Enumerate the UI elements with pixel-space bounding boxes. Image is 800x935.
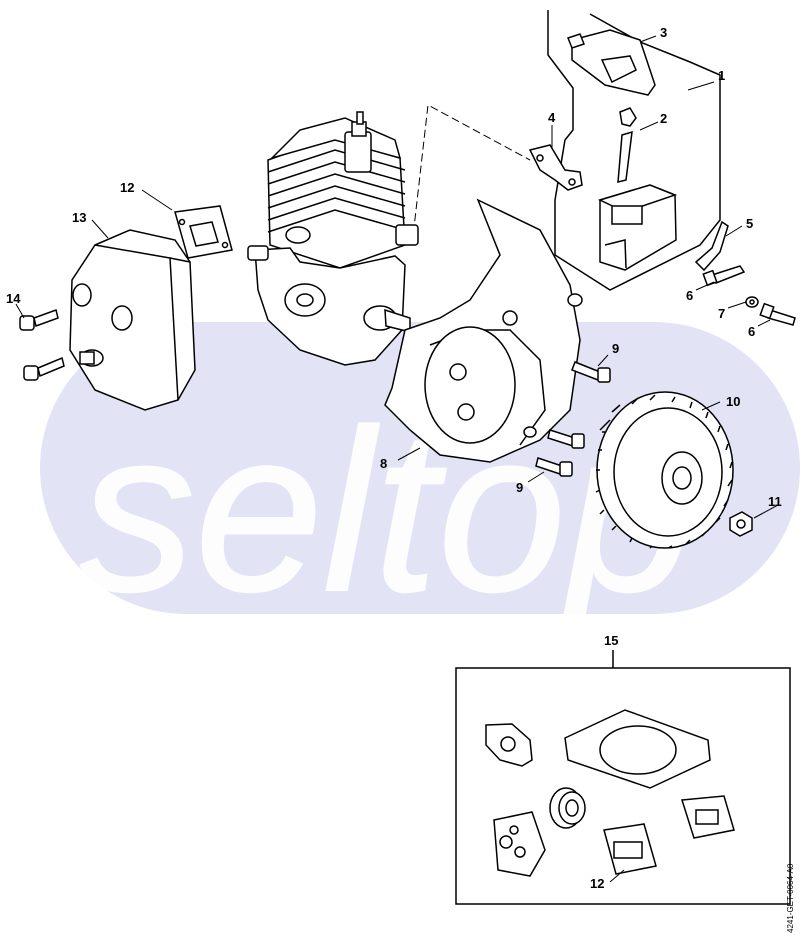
callout-15: 15	[604, 633, 618, 648]
watermark: seltop	[40, 322, 800, 640]
leader-lines	[15, 35, 779, 883]
drawing-code: 4241-GET-0064-A0	[786, 863, 795, 933]
assembly-bracket	[547, 10, 721, 291]
callout-4: 4	[548, 110, 556, 125]
callout-2: 2	[660, 111, 667, 126]
callout-7: 7	[718, 306, 725, 321]
callout-12a: 12	[120, 180, 134, 195]
callout-12b: 12	[590, 876, 604, 891]
engine-cylinder	[247, 111, 419, 366]
part-2-spring	[619, 107, 637, 127]
callout-14: 14	[6, 291, 21, 306]
callout-6b: 6	[748, 324, 755, 339]
part-14-screws	[19, 309, 65, 381]
part-13-muffler	[69, 229, 196, 411]
callout-11: 11	[768, 494, 782, 509]
part-8-baffle	[384, 198, 583, 463]
callout-8: 8	[380, 456, 387, 471]
callout-6a: 6	[686, 288, 693, 303]
screws-6-7	[702, 265, 796, 326]
callout-10: 10	[726, 394, 740, 409]
callout-13: 13	[72, 210, 86, 225]
part-5-terminal	[694, 220, 729, 272]
callouts: 1 2 3 4 5 6 7 6 8 9 9 10 11 12 12 13 14 …	[6, 25, 782, 891]
part-12-gasket	[174, 205, 233, 259]
part-4-bracket	[528, 144, 583, 191]
part-9-screws	[535, 361, 611, 477]
callout-3: 3	[660, 25, 667, 40]
watermark-text: seltop	[80, 382, 694, 639]
dashed-leader	[411, 104, 531, 246]
part-15-gasket-set	[455, 650, 791, 905]
callout-1: 1	[718, 68, 725, 83]
ignition-module-assembly	[547, 10, 721, 291]
part-11-nut	[729, 511, 753, 537]
part-10-flywheel	[595, 391, 734, 549]
callout-5: 5	[746, 216, 753, 231]
callout-9a: 9	[612, 341, 619, 356]
callout-9b: 9	[516, 480, 523, 495]
